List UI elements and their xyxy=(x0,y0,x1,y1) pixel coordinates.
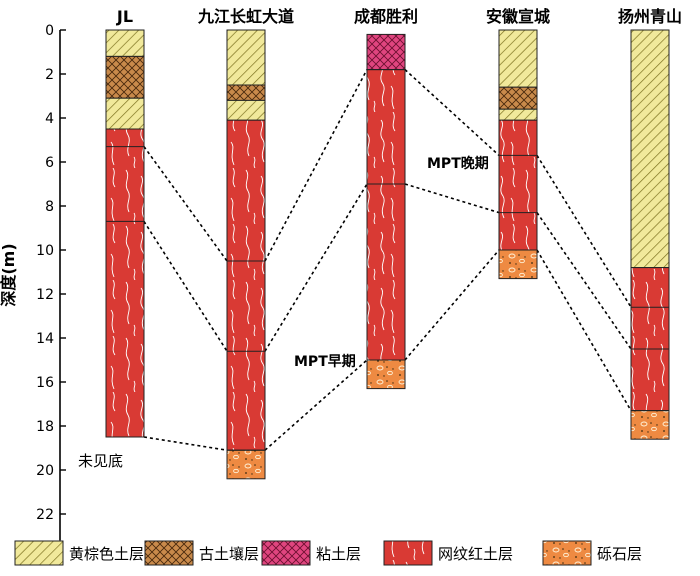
legend-item-paleosol: 古土壤层 xyxy=(144,540,259,566)
axis-tick-label: 14 xyxy=(36,331,54,347)
correlation-line xyxy=(536,154,632,308)
correlation-line xyxy=(404,183,500,214)
legend-item-gravel: 砾石层 xyxy=(542,540,642,566)
axis-tick-label: 18 xyxy=(36,419,54,435)
legend-label: 黄棕色土层 xyxy=(69,545,144,563)
legend-swatch xyxy=(144,540,194,566)
column: 安徽宣城 xyxy=(486,7,550,280)
correlation-line xyxy=(536,212,632,350)
no-bottom-annotation: 未见底 xyxy=(78,452,123,470)
layer-paleosol xyxy=(105,55,145,99)
correlation-line xyxy=(264,183,368,352)
correlation-line xyxy=(536,249,632,412)
layer-yellow xyxy=(105,97,145,130)
layer-gravel xyxy=(630,410,670,440)
axis-tick-label: 20 xyxy=(36,463,54,479)
axis-tick-label: 0 xyxy=(45,23,54,39)
column: JL xyxy=(105,7,145,438)
correlation-line xyxy=(264,359,368,451)
legend-swatch xyxy=(383,540,433,566)
legend-swatch xyxy=(14,540,64,566)
correlation-line xyxy=(143,146,228,262)
axis-tick-label: 2 xyxy=(45,67,54,83)
legend-item-yellow: 黄棕色土层 xyxy=(14,540,144,566)
layer-paleosol xyxy=(498,86,538,110)
legend-item-red: 网纹红土层 xyxy=(383,540,513,566)
column-title: 成都胜利 xyxy=(354,7,418,26)
correlation-line xyxy=(143,220,228,352)
layer-red xyxy=(498,119,538,251)
legend-label: 粘土层 xyxy=(316,545,361,563)
axis-tick-label: 22 xyxy=(36,507,54,523)
legend-label: 古土壤层 xyxy=(199,545,259,563)
axis-tick-label: 6 xyxy=(45,155,54,171)
mpt-early-annotation: MPT早期 xyxy=(294,354,356,370)
layer-yellow xyxy=(105,29,145,57)
axis-tick-label: 12 xyxy=(36,287,54,303)
correlation-line xyxy=(264,69,368,262)
layer-red xyxy=(366,69,406,361)
column: 扬州青山 xyxy=(618,7,682,440)
axis-tick-label: 8 xyxy=(45,199,54,215)
column-title: JL xyxy=(116,7,133,26)
axis-tick-label: 16 xyxy=(36,375,54,391)
legend-label: 网纹红土层 xyxy=(438,545,513,563)
layer-yellow xyxy=(630,29,670,269)
layer-gravel xyxy=(366,359,406,390)
legend-swatch xyxy=(261,540,311,566)
column-title: 扬州青山 xyxy=(618,7,682,26)
columns: JL 九江长虹大道 成都胜利 安徽宣城 扬州青山 xyxy=(105,7,682,480)
layer-yellow xyxy=(498,29,538,88)
layer-yellow xyxy=(226,99,266,121)
layer-paleosol xyxy=(226,84,266,101)
column: 九江长虹大道 xyxy=(197,7,294,480)
layer-red xyxy=(630,267,670,412)
correlation-line xyxy=(404,249,500,361)
legend-swatch xyxy=(542,540,592,566)
layer-red xyxy=(226,119,266,451)
layer-yellow xyxy=(226,29,266,86)
legend: 黄棕色土层 古土壤层 粘土层 网纹红土层 砾石层 xyxy=(14,540,642,566)
axis-tick-label: 10 xyxy=(36,243,54,259)
column-title: 安徽宣城 xyxy=(486,7,550,26)
depth-axis-label: 深度(m) xyxy=(0,243,18,306)
mpt-late-annotation: MPT晚期 xyxy=(427,155,489,172)
correlation-lines xyxy=(143,69,632,451)
layer-red xyxy=(105,128,145,438)
legend-item-clay: 粘土层 xyxy=(261,540,361,566)
axis-tick-label: 4 xyxy=(45,111,54,127)
layer-clay xyxy=(366,33,406,71)
column: 成都胜利 xyxy=(354,7,418,390)
layer-yellow xyxy=(498,108,538,121)
column-title: 九江长虹大道 xyxy=(197,7,294,26)
correlation-line xyxy=(143,436,228,451)
legend-label: 砾石层 xyxy=(597,545,642,563)
correlation-line xyxy=(404,69,500,156)
layer-gravel xyxy=(226,449,266,480)
depth-axis: 0 2 4 6 8 10 12 14 16 18 20 22 xyxy=(36,23,66,541)
layer-gravel xyxy=(498,249,538,280)
